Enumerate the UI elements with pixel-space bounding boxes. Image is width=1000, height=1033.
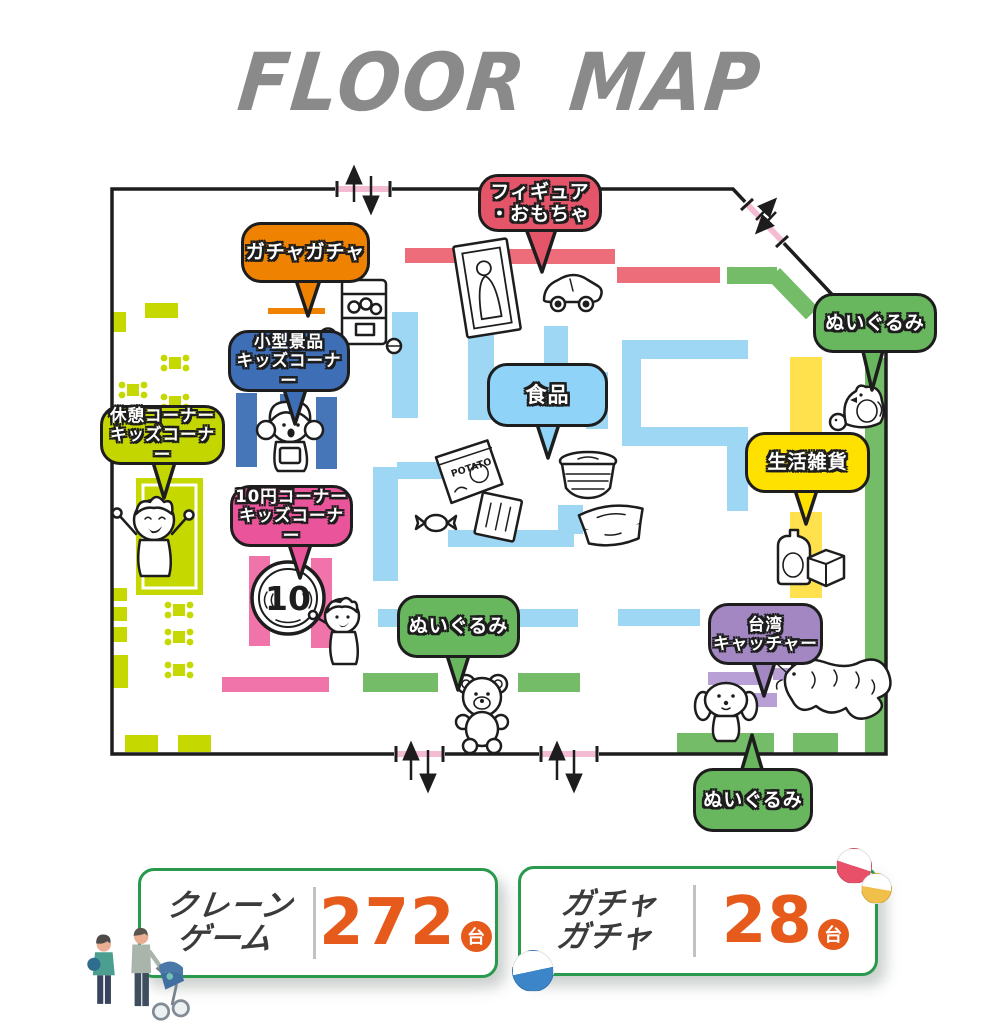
label-line: キッズコーナー (239, 506, 344, 545)
goods-box-illustration (806, 548, 846, 588)
penguin-plush-illustration (828, 384, 885, 432)
area-label-plush-middle: ぬいぐるみ (397, 595, 520, 658)
label-line: 小型景品 (254, 331, 324, 351)
area-label-rest-kids: 休憩コーナー キッズコーナー (100, 405, 225, 465)
floor-outline (110, 187, 888, 756)
entrance-diagonal (739, 197, 790, 249)
divider (313, 887, 316, 959)
area-label-daily-goods: 生活雑貨 (745, 432, 870, 493)
area-label-plush-bottom: ぬいぐるみ (693, 768, 813, 832)
stat-gacha-machines: ガチャ ガチャ 28 台 (518, 866, 878, 976)
stat-count: 28 (721, 884, 813, 958)
kids-tables (118, 354, 194, 679)
label-line: 生活雑貨 (767, 451, 848, 474)
label-line: ・おもちゃ (489, 203, 590, 225)
ramen-bowl-illustration (558, 450, 618, 500)
candy-illustration (414, 513, 458, 533)
area-label-plush-right: ぬいぐるみ (813, 293, 937, 353)
area-label-ten-yen-kids: 10円コーナー キッズコーナー (230, 485, 353, 547)
entrance-top (335, 164, 392, 216)
divider (693, 885, 696, 957)
teddy-bear-plush-illustration (454, 673, 510, 755)
kid-with-coin-illustration (307, 596, 361, 666)
stat-count: 272 (318, 886, 456, 960)
stat-unit-badge: 台 (460, 920, 492, 952)
label-line: 食品 (525, 382, 570, 407)
label-line: ぬいぐるみ (408, 615, 509, 638)
label-line: キッズコーナー (236, 351, 342, 390)
area-label-taiwan-catcher: 台湾 キャッチャー (708, 603, 823, 665)
label-line: 10円コーナー (235, 486, 348, 506)
area-label-figure-toys: フィギュア ・おもちゃ (478, 174, 602, 232)
label-line: ガチャガチャ (245, 241, 366, 264)
entrance-bottom-left (394, 740, 445, 794)
area-label-food: 食品 (487, 363, 608, 427)
entrance-bottom-right (539, 740, 599, 794)
gacha-capsule-blue (512, 950, 554, 992)
yakisoba-pack-illustration (577, 504, 644, 547)
natto-pack-illustration (473, 491, 524, 543)
label-line: キッズコーナー (110, 425, 215, 464)
gacha-machine-illustration (318, 278, 403, 355)
gacha-capsule-yellow (861, 873, 892, 904)
figure-showcase-illustration (452, 237, 522, 339)
family-with-stroller-illustration (87, 928, 190, 1021)
label-line: フィギュア (490, 180, 590, 203)
label-line: ぬいぐるみ (703, 788, 803, 811)
stat-label: ガチャ ガチャ (554, 886, 660, 955)
label-line: 休憩コーナー (110, 405, 215, 425)
area-label-gacha: ガチャガチャ (241, 222, 370, 283)
label-line: キャッチャー (713, 634, 818, 653)
label-line: 台湾 (748, 614, 783, 634)
kid-cheering-illustration (111, 495, 195, 578)
chips-bag-illustration: POTATO (434, 439, 504, 505)
area-label-small-prize-kids: 小型景品 キッズコーナー (228, 330, 350, 392)
puppy-plush-illustration (693, 681, 759, 743)
detergent-bottle-illustration (776, 528, 812, 586)
toy-car-illustration (542, 273, 603, 313)
stat-crane-games: クレーン ゲーム 272 台 (138, 868, 498, 978)
stat-unit-badge: 台 (817, 918, 849, 950)
ten-yen-coin-illustration: 10 (250, 560, 326, 636)
svg-text:10: 10 (265, 579, 311, 618)
label-line: ぬいぐるみ (825, 311, 925, 334)
